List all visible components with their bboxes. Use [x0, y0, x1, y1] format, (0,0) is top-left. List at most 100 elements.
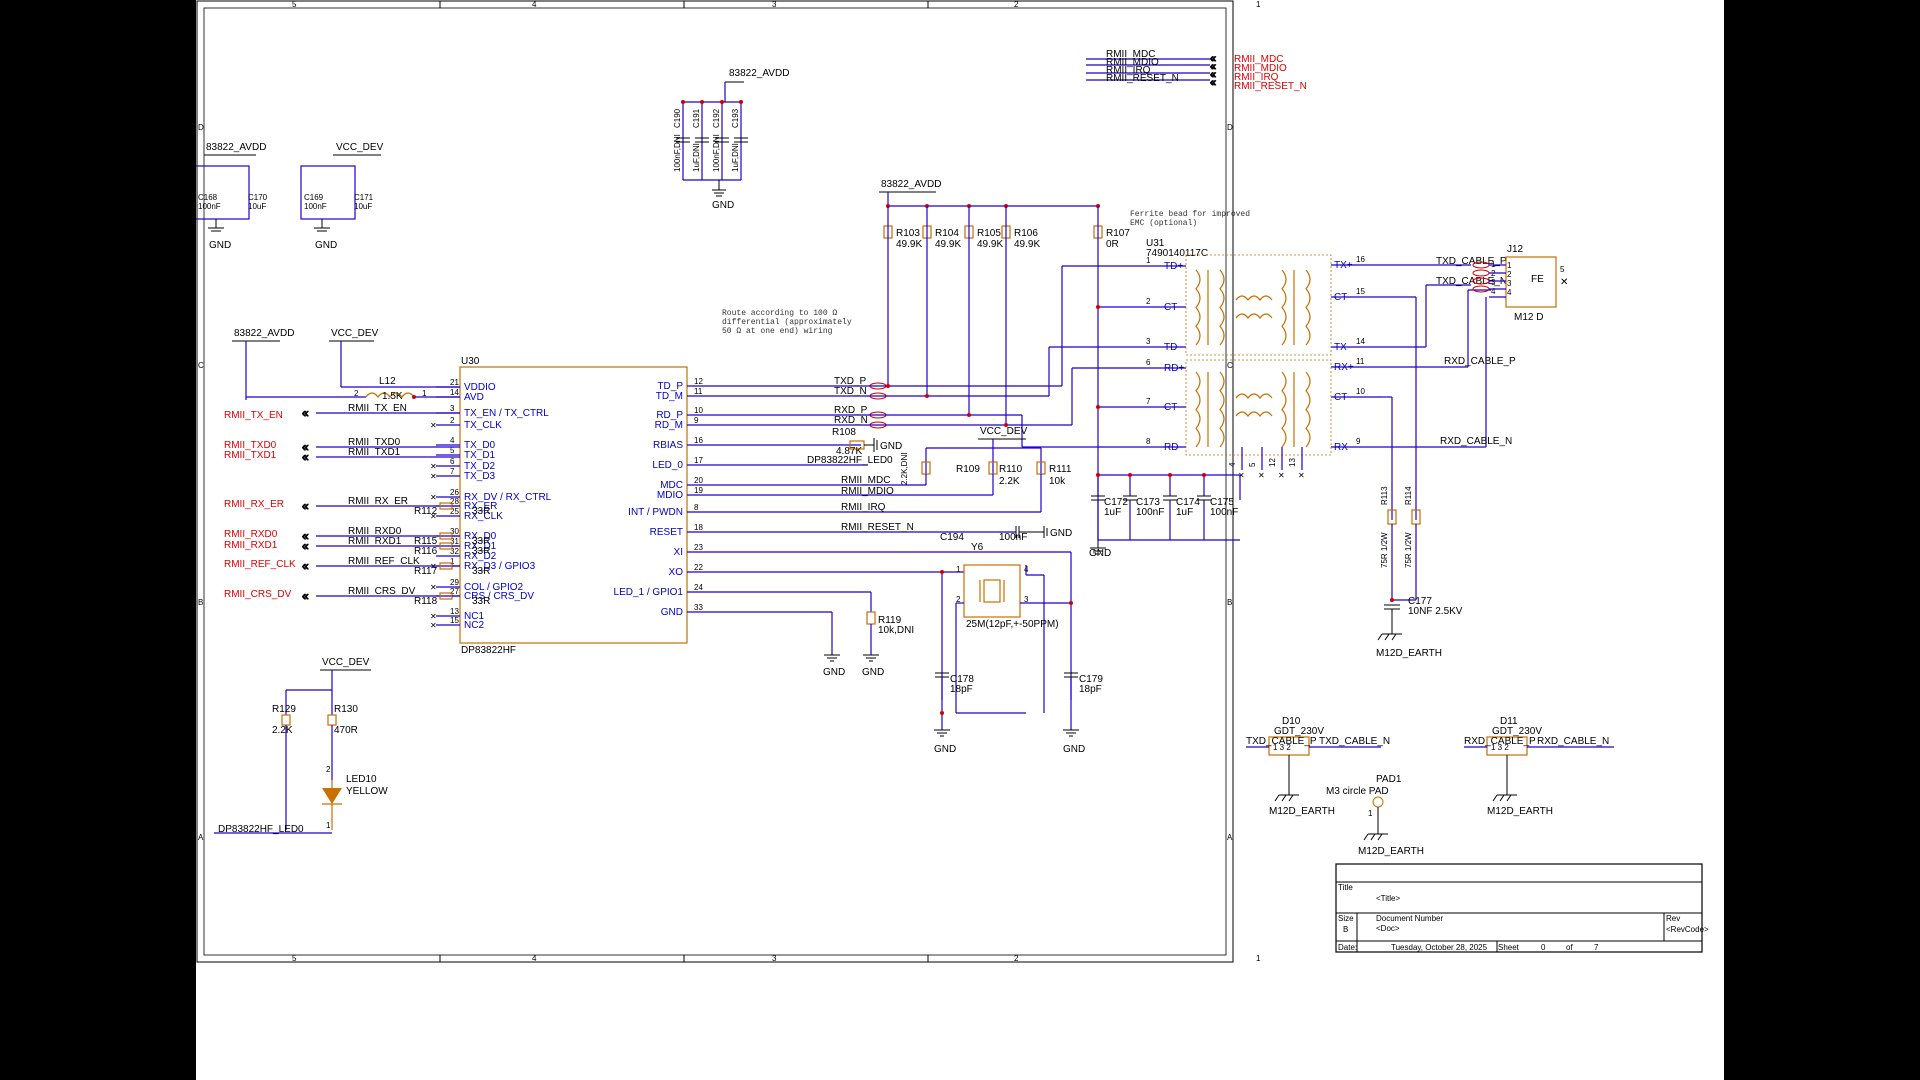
svg-text:10NF 2.5KV: 10NF 2.5KV	[1408, 606, 1463, 617]
earth-symbol	[1499, 794, 1505, 802]
rmii-wire-label: RMII_REF_CLK	[348, 556, 420, 567]
u30-pin-name: RX_CLK	[464, 511, 503, 522]
pullup-ref: R106	[1014, 228, 1038, 239]
svg-text:R108: R108	[832, 427, 856, 438]
junction-dot	[940, 711, 944, 715]
u31-pin-name: CT	[1334, 292, 1347, 303]
frame-col-label: 5	[292, 954, 297, 963]
u30-pin-name: COL / GPIO2	[464, 582, 524, 593]
svg-text:RMII_MDC: RMII_MDC	[841, 475, 890, 486]
cap-top-ref: C190	[673, 108, 682, 128]
svg-text:J12: J12	[1507, 244, 1524, 255]
port-rmii-irq: RMII_IRQ	[1234, 72, 1279, 83]
u30-pin-num: 3	[450, 404, 455, 413]
u30-pin-name: INT / PWDN	[628, 507, 683, 518]
u31-pin-name: TD+	[1164, 261, 1183, 272]
top-wire-reset: RMII_RESET_N	[1106, 73, 1179, 84]
svg-text:R110: R110	[999, 464, 1023, 475]
junction-dot	[1096, 473, 1100, 477]
u30-pin-name: RX_DV / RX_CTRL	[464, 492, 552, 503]
coil-icon	[1195, 371, 1201, 448]
svg-text:GND: GND	[1050, 528, 1072, 539]
frame-row-label: D	[1227, 123, 1233, 132]
u30-pin-name: NC1	[464, 611, 484, 622]
choke-icon	[1235, 295, 1273, 301]
port-chevron-icon: «	[302, 406, 309, 420]
u30-pin-num: 2	[450, 416, 455, 425]
svg-text:C169: C169	[304, 193, 324, 202]
svg-text:TXD_CABLE_N: TXD_CABLE_N	[1436, 276, 1507, 287]
svg-text:1: 1	[326, 821, 331, 830]
u30-pin-num: 18	[694, 523, 703, 532]
u30-pin-num: 7	[450, 467, 455, 476]
svg-text:C168: C168	[198, 193, 218, 202]
svg-text:0: 0	[1541, 943, 1546, 952]
svg-text:L12: L12	[379, 376, 396, 387]
route-note: Route according to 100 Ω differential (a…	[722, 309, 852, 336]
svg-text:100nF: 100nF	[999, 532, 1027, 543]
u30-pin-name: RBIAS	[653, 440, 683, 451]
u31-tx-box	[1185, 254, 1332, 356]
choke-icon	[1235, 313, 1273, 319]
top-wire-irq: RMII_IRQ	[1106, 65, 1151, 76]
ct-cap-ref: C173	[1136, 497, 1160, 508]
u31-pin-name: CT	[1164, 302, 1177, 313]
svg-text:VCC_DEV: VCC_DEV	[331, 328, 379, 339]
no-connect-icon: ✕	[430, 472, 437, 481]
svg-text:YELLOW: YELLOW	[346, 786, 388, 797]
top-decoupling-caps: 83822_AVDD C190100nF,DNIC1911uF,DNIC1921…	[673, 68, 789, 211]
svg-text:DP83822HF_LED0: DP83822HF_LED0	[807, 455, 893, 466]
u31-pin-num: 7	[1146, 397, 1151, 406]
u30-pin-num: 21	[450, 378, 459, 387]
diff-pair-wires: TXD_P TXD_N RXD_P RXD_N	[710, 265, 1131, 448]
junction-dot	[720, 100, 724, 104]
svg-text:GND: GND	[315, 240, 337, 251]
u30-pin-num: 11	[694, 387, 703, 396]
no-connect-icon: ✕	[1298, 471, 1305, 480]
port-chevron-icon: «	[302, 440, 309, 454]
u30-pin-num: 6	[450, 457, 455, 466]
svg-text:RMII_MDIO: RMII_MDIO	[841, 486, 894, 497]
u30-pin-num: 16	[694, 436, 703, 445]
choke-icon	[1235, 411, 1273, 417]
rmii-wire-label: RMII_RXD1	[348, 536, 402, 547]
u30-pin-num: 32	[450, 547, 459, 556]
svg-text:EMC (optional): EMC (optional)	[1130, 219, 1197, 228]
rmii-port-label: RMII_TXD0	[224, 440, 277, 451]
svg-text:1: 1	[956, 565, 961, 574]
no-connect-icon: ✕	[430, 512, 437, 521]
frame-col-label: 4	[532, 954, 537, 963]
svg-text:75R 1/2W: 75R 1/2W	[1380, 532, 1389, 568]
xcap-val: 18pF	[950, 684, 973, 695]
pullup-val: 49.9K	[935, 239, 961, 250]
coil-icon	[1305, 269, 1311, 346]
u31-pin-num: 10	[1356, 387, 1365, 396]
u30-pin-name: RX_D2	[464, 551, 497, 562]
u30-pin-num: 25	[450, 507, 459, 516]
svg-text:100nF: 100nF	[304, 202, 327, 211]
svg-text:VCC_DEV: VCC_DEV	[322, 657, 370, 668]
u30-pin-name: XO	[669, 567, 684, 578]
rmii-wire-label: RMII_CRS_DV	[348, 586, 416, 597]
u30-pin-num: 8	[694, 503, 699, 512]
u30-pin-num: 20	[694, 476, 703, 485]
svg-text:2.2K: 2.2K	[999, 476, 1020, 487]
svg-text:B: B	[1343, 925, 1348, 934]
svg-text:C194: C194	[940, 532, 964, 543]
svg-text:Sheet: Sheet	[1498, 943, 1520, 952]
u30-pin-name: MDIO	[657, 490, 683, 501]
port-rmii-mdio: RMII_MDIO	[1234, 63, 1287, 74]
top-wire-mdc: RMII_MDC	[1106, 49, 1155, 60]
u30-pin-num: 27	[450, 587, 459, 596]
u31-pin-num: 8	[1146, 437, 1151, 446]
u30-pin-name: RX_D0	[464, 531, 497, 542]
svg-text:10k: 10k	[1049, 476, 1066, 487]
u30-pin-num: 23	[694, 543, 703, 552]
rmii-port-label: RMII_CRS_DV	[224, 589, 292, 600]
series-r-ref: R116	[414, 546, 438, 557]
earth-symbol	[1281, 794, 1287, 802]
svg-text:5: 5	[1560, 265, 1565, 274]
svg-text:R114: R114	[1404, 486, 1413, 505]
svg-text:R109: R109	[956, 464, 980, 475]
